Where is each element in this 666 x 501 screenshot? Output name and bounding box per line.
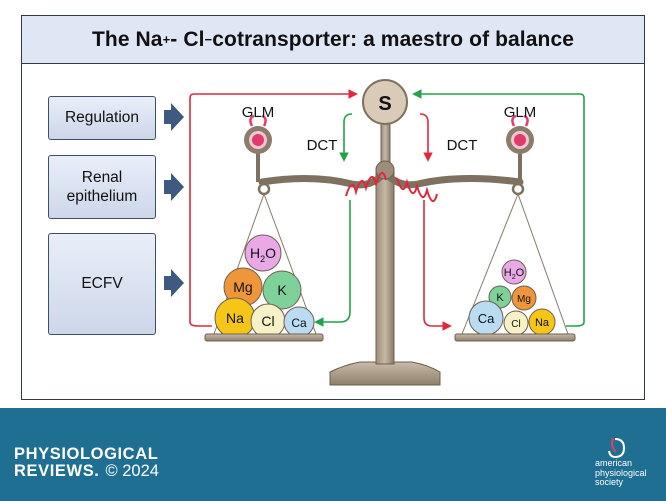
right-ca-label: Ca	[478, 311, 495, 326]
red-dct-arrow	[419, 113, 433, 162]
right-glomerulus-icon	[506, 114, 534, 154]
left-coil-icon	[345, 172, 387, 197]
right-hook	[511, 148, 525, 196]
green-dct-arrow	[339, 113, 353, 162]
right-coil-icon	[396, 177, 438, 202]
na-charge: +	[162, 32, 171, 47]
publisher-line-2: physiological	[595, 467, 647, 478]
factor-ecfv: ECFV	[48, 233, 156, 335]
right-h2o-label: H2O	[504, 267, 525, 281]
right-k-label: K	[496, 292, 504, 304]
sensor-node: S	[362, 79, 408, 125]
green-top-arrow	[412, 89, 585, 322]
red-top-arrow	[189, 89, 358, 322]
left-pan-ions	[214, 234, 315, 339]
right-pan-ion-labels: H2O K Mg Ca Cl Na	[478, 267, 550, 330]
left-h2o-ion	[244, 234, 282, 272]
ecfv-arrow-icon	[164, 269, 184, 297]
journal-line-1: PHYSIOLOGICAL	[14, 445, 159, 463]
left-pan	[204, 333, 324, 342]
right-pan	[454, 333, 576, 342]
left-pan-ion-labels: H2O Mg K Na Cl Ca	[226, 245, 307, 330]
green-bottom-arrow	[314, 200, 351, 327]
red-bottom-join	[189, 321, 212, 327]
left-dct-label: DCT	[307, 137, 338, 154]
green-arrows	[314, 89, 585, 327]
left-k-label: K	[277, 282, 287, 298]
left-na-label: Na	[226, 310, 244, 326]
title-prefix: The Na	[91, 27, 163, 51]
left-k-ion	[262, 270, 302, 310]
left-hook	[256, 148, 271, 196]
title-suffix: cotransporter: a maestro of balance	[212, 27, 575, 51]
right-dct-label: DCT	[447, 137, 478, 154]
right-mg-label: Mg	[517, 294, 531, 305]
left-h2o-label: H2O	[250, 245, 276, 264]
copyright-year: © 2024	[105, 462, 159, 480]
regulation-arrow-icon	[164, 103, 184, 131]
footer-band	[0, 408, 666, 501]
epithelium-arrow-icon	[164, 173, 184, 201]
title-middle: - Cl	[170, 27, 205, 51]
figure-frame: The Na+- Cl− cotransporter: a maestro of…	[21, 15, 645, 400]
left-ca-label: Ca	[291, 316, 307, 330]
left-glm-label: GLM	[242, 104, 275, 121]
green-bottom-join	[566, 321, 585, 327]
balance-diagram: S GLM GLM DCT DCT H2O Mg K Na	[164, 79, 585, 386]
red-arrows	[189, 89, 452, 331]
figure-title: The Na+- Cl− cotransporter: a maestro of…	[22, 16, 644, 64]
left-glomerulus-icon	[244, 114, 272, 154]
right-glm-label: GLM	[504, 104, 537, 121]
left-mg-label: Mg	[233, 279, 252, 295]
aps-logo-icon	[608, 437, 626, 459]
publisher-logo: american physiological society	[595, 458, 647, 488]
cl-charge: −	[204, 32, 213, 47]
center-label: S	[378, 93, 391, 115]
publisher-line-3: society	[595, 477, 624, 487]
right-h2o-ion	[501, 259, 527, 285]
right-cl-label: Cl	[511, 319, 520, 330]
left-cl-label: Cl	[261, 313, 274, 329]
journal-logo: PHYSIOLOGICAL REVIEWS. © 2024	[14, 446, 159, 480]
right-mg-ion	[511, 285, 537, 311]
publisher-line-1: american	[595, 458, 633, 468]
right-pan-ions	[468, 259, 556, 336]
right-na-label: Na	[535, 317, 550, 329]
factor-arrows	[164, 103, 184, 297]
factor-renal-epithelium: Renal epithelium	[48, 155, 156, 219]
scale-stand	[329, 119, 441, 386]
journal-line-2: REVIEWS.	[14, 462, 100, 480]
red-bottom-arrow	[423, 200, 452, 331]
factor-regulation: Regulation	[48, 96, 156, 140]
